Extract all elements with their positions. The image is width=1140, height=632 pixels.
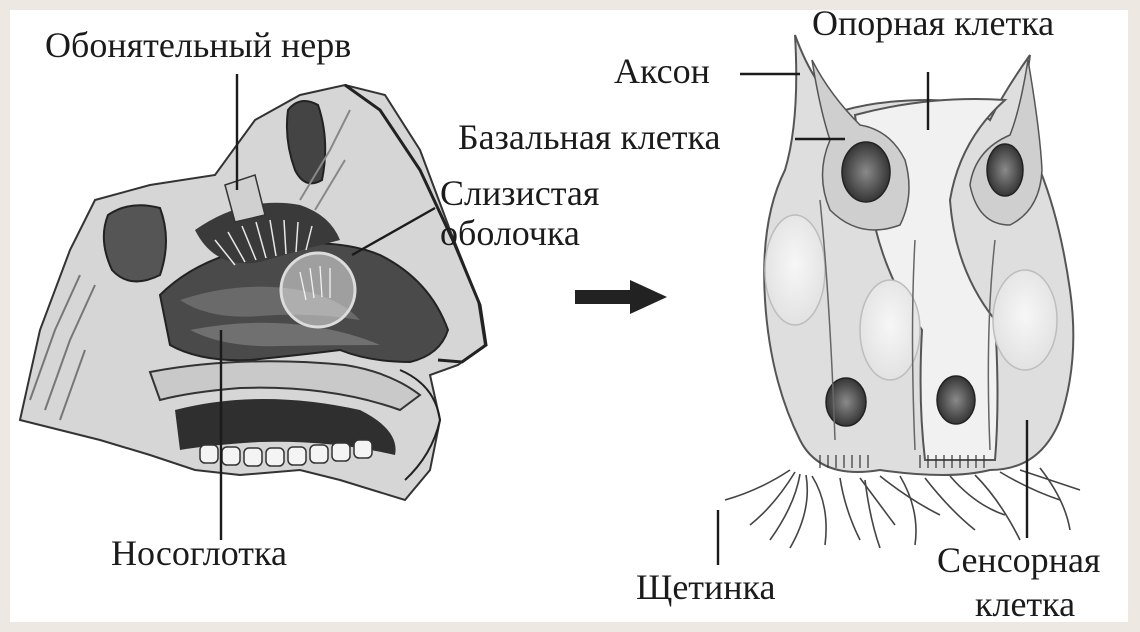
nasopharynx-label: Носоглотка	[111, 533, 287, 573]
mucosa-label-line2: оболочка	[440, 213, 580, 253]
supporting-cell-label: Опорная клетка	[812, 3, 1054, 43]
basal-cell-label: Базальная клетка	[458, 117, 720, 157]
sensory-cell-label-line2: клетка	[975, 584, 1075, 624]
sensory-cell-label-line1: Сенсорная	[937, 540, 1100, 580]
bristle-label: Щетинка	[636, 567, 776, 607]
mucosa-label-line1: Слизистая	[440, 173, 599, 213]
arrow-icon	[575, 280, 667, 314]
olfactory-nerve-label: Обонятельный нерв	[45, 25, 351, 65]
axon-label: Аксон	[614, 51, 710, 91]
nasal-cavity-illustration	[20, 85, 486, 500]
